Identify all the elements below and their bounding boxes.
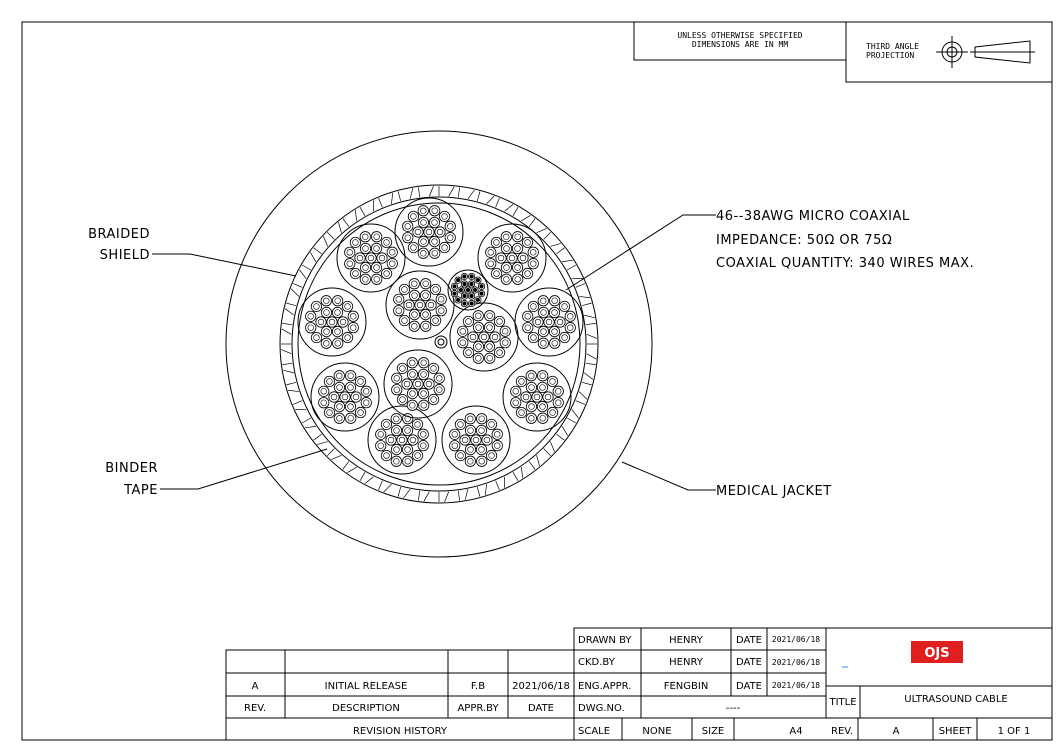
coax-bundle bbox=[383, 349, 453, 419]
rev-label: REV. bbox=[831, 726, 853, 737]
company-logo-text: OJS bbox=[924, 646, 949, 661]
callout-micro-coax: 46--38AWG MICRO COAXIAL IMPEDANCE: 50Ω O… bbox=[565, 209, 974, 291]
eng-appr-value: FENGBIN bbox=[664, 681, 709, 692]
rev-header-date: DATE bbox=[528, 703, 554, 714]
ckd-by-value: HENRY bbox=[669, 657, 704, 668]
projection-line2: PROJECTION bbox=[866, 51, 914, 60]
coax-spec-line3: COAXIAL QUANTITY: 340 WIRES MAX. bbox=[716, 256, 974, 271]
rev-header-description: DESCRIPTION bbox=[332, 703, 400, 714]
ckd-date-label: DATE bbox=[736, 657, 762, 668]
projection-box: THIRD ANGLE PROJECTION bbox=[845, 21, 1053, 83]
coax-bundle bbox=[477, 223, 547, 293]
ckd-by-label: CKD.BY bbox=[578, 657, 616, 668]
third-angle-projection-icon bbox=[936, 36, 1035, 68]
title-block: A INITIAL RELEASE F.B 2021/06/18 REV. DE… bbox=[225, 627, 1053, 741]
braided-shield-outer bbox=[279, 184, 599, 504]
coax-bundle bbox=[297, 287, 367, 357]
coax-bundle bbox=[502, 362, 572, 432]
rev-row-appr: F.B bbox=[471, 681, 485, 692]
drawn-by-value: HENRY bbox=[669, 635, 704, 646]
eng-date-value: 2021/06/18 bbox=[772, 681, 820, 690]
revision-history-title: REVISION HISTORY bbox=[353, 726, 448, 737]
projection-line1: THIRD ANGLE bbox=[866, 42, 919, 51]
drawn-date-value: 2021/06/18 bbox=[772, 635, 820, 644]
coax-bundle bbox=[449, 302, 519, 372]
drawn-by-label: DRAWN BY bbox=[578, 635, 632, 646]
sheet-label: SHEET bbox=[939, 726, 973, 737]
rev-header-appr: APPR.BY bbox=[457, 703, 499, 714]
coax-spec-line1: 46--38AWG MICRO COAXIAL bbox=[716, 209, 910, 224]
rev-value: A bbox=[893, 726, 900, 737]
title-label: TITLE bbox=[828, 697, 856, 708]
coax-spec-line2: IMPEDANCE: 50Ω OR 75Ω bbox=[716, 233, 892, 248]
dwg-no-label: DWG.NO. bbox=[578, 703, 625, 714]
medical-jacket-outer bbox=[225, 130, 653, 558]
coax-bundle bbox=[310, 362, 380, 432]
drawing-title: ULTRASOUND CABLE bbox=[904, 694, 1007, 705]
coax-bundle bbox=[514, 287, 584, 357]
callout-braided-shield: BRAIDED SHIELD bbox=[88, 227, 297, 277]
coax-bundle bbox=[336, 223, 406, 293]
callout-medical-jacket: MEDICAL JACKET bbox=[621, 461, 832, 499]
scale-label: SCALE bbox=[578, 726, 610, 737]
drawing-frame bbox=[21, 21, 1053, 741]
cable-cross-section bbox=[225, 130, 653, 558]
braided-shield-hatch bbox=[280, 185, 598, 503]
drawn-date-label: DATE bbox=[736, 635, 762, 646]
dwg-no-value: ---- bbox=[726, 703, 741, 714]
coax-bundle bbox=[394, 197, 464, 267]
braided-shield-label1: BRAIDED bbox=[88, 227, 150, 242]
core-boundary bbox=[297, 202, 581, 486]
binder-tape bbox=[291, 196, 587, 492]
coax-bundle bbox=[367, 405, 437, 475]
eng-date-label: DATE bbox=[736, 681, 762, 692]
size-value: A4 bbox=[789, 726, 802, 737]
rev-row-date: 2021/06/18 bbox=[512, 681, 570, 692]
units-note-box: UNLESS OTHERWISE SPECIFIED DIMENSIONS AR… bbox=[633, 21, 847, 61]
units-note-line1: UNLESS OTHERWISE SPECIFIED bbox=[677, 31, 802, 40]
company-logo bbox=[911, 641, 963, 663]
eng-appr-label: ENG.APPR. bbox=[578, 681, 631, 692]
ckd-date-value: 2021/06/18 bbox=[772, 658, 820, 667]
center-filler bbox=[434, 335, 448, 349]
binder-tape-label2: TAPE bbox=[123, 483, 158, 498]
coax-bundles bbox=[297, 197, 584, 475]
callout-binder-tape: BINDER TAPE bbox=[105, 448, 328, 498]
coax-bundle bbox=[447, 269, 489, 311]
rev-row-rev: A bbox=[252, 681, 259, 692]
braided-shield-label2: SHIELD bbox=[100, 248, 150, 263]
size-label: SIZE bbox=[702, 726, 724, 737]
coax-bundle bbox=[385, 270, 455, 340]
rev-header-rev: REV. bbox=[244, 703, 266, 714]
binder-tape-label1: BINDER bbox=[105, 461, 158, 476]
scale-value: NONE bbox=[642, 726, 671, 737]
units-note-line2: DIMENSIONS ARE IN MM bbox=[692, 40, 789, 49]
rev-row-description: INITIAL RELEASE bbox=[325, 681, 408, 692]
sheet-value: 1 OF 1 bbox=[998, 726, 1031, 737]
medical-jacket-label: MEDICAL JACKET bbox=[716, 484, 832, 499]
coax-bundle bbox=[441, 405, 511, 475]
